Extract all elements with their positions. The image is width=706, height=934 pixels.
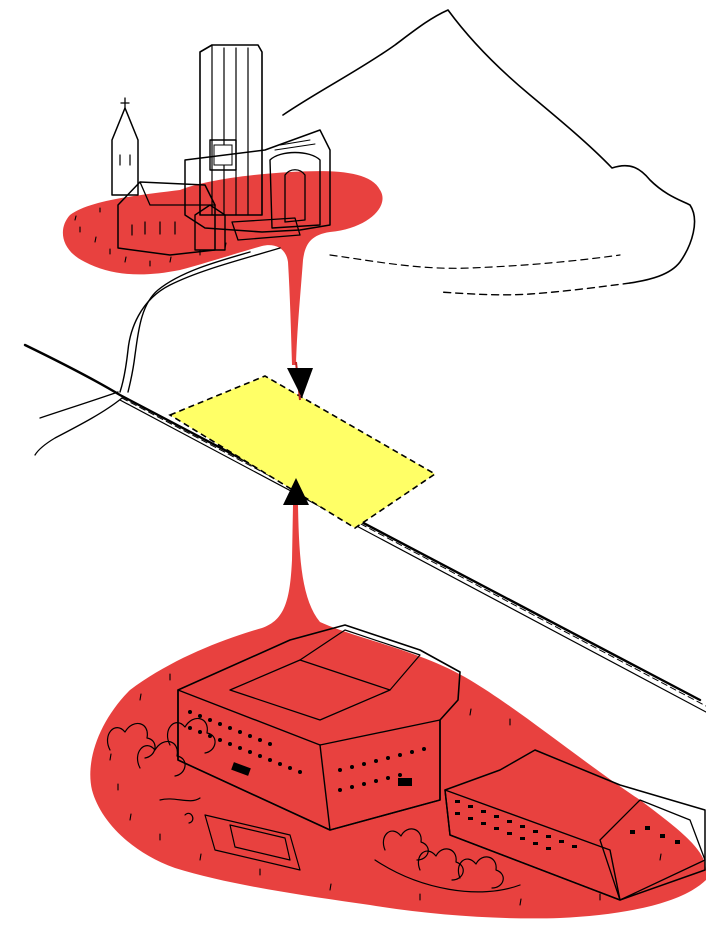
church-red-zone <box>63 171 383 365</box>
school-red-zone <box>90 505 706 918</box>
empty-plot <box>170 376 435 528</box>
mountain-outline <box>283 10 695 295</box>
